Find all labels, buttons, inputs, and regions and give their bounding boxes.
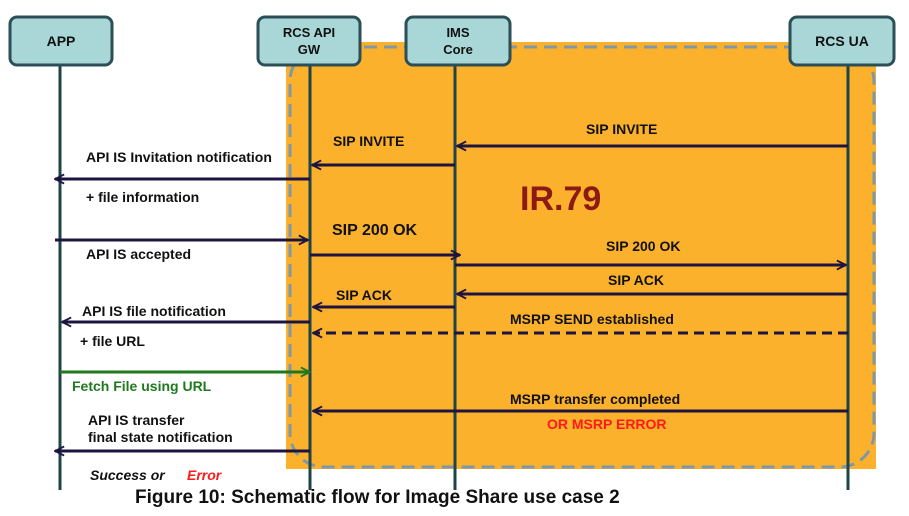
entity-ims-core: IMS Core (404, 15, 512, 67)
label-file-information: + file information (86, 189, 199, 205)
label-error: Error (187, 467, 223, 483)
label-api-invitation: API IS Invitation notification (86, 149, 272, 165)
entity-app-label: APP (47, 33, 76, 49)
label-sip-ack-ims: SIP ACK (336, 287, 392, 303)
label-sip-200-gw: SIP 200 OK (332, 222, 418, 239)
label-sip-200-ims: SIP 200 OK (606, 238, 680, 254)
ir79-zone-border (288, 45, 876, 469)
label-api-file-notification: API IS file notification (82, 303, 226, 319)
label-sip-ack-ua: SIP ACK (608, 272, 664, 288)
label-msrp-error: OR MSRP ERROR (547, 416, 667, 432)
entity-rcs-ua-label: RCS UA (815, 33, 869, 49)
label-sip-invite-ims: SIP INVITE (333, 133, 404, 149)
label-file-url: + file URL (80, 333, 145, 349)
label-api-transfer-1: API IS transfer (88, 412, 185, 428)
label-success-or: Success or (90, 467, 166, 483)
label-fetch-file: Fetch File using URL (72, 378, 212, 394)
entity-rcs-api-gw-label-1: RCS API (283, 25, 335, 40)
entity-app: APP (8, 15, 114, 67)
label-api-transfer-2: final state notification (88, 429, 233, 445)
entity-rcs-api-gw-label-2: GW (298, 42, 321, 57)
entity-ims-core-label-2: Core (443, 42, 473, 57)
label-msrp-completed: MSRP transfer completed (510, 391, 680, 407)
zone-label: IR.79 (520, 180, 601, 218)
entity-rcs-api-gw: RCS API GW (256, 15, 362, 67)
entity-rcs-ua: RCS UA (788, 15, 896, 67)
label-sip-invite-ua: SIP INVITE (586, 121, 657, 137)
entity-ims-core-label-1: IMS (446, 25, 469, 40)
label-api-accepted: API IS accepted (86, 246, 191, 262)
figure-caption: Figure 10: Schematic flow for Image Shar… (135, 487, 620, 508)
label-msrp-send: MSRP SEND established (510, 311, 674, 327)
